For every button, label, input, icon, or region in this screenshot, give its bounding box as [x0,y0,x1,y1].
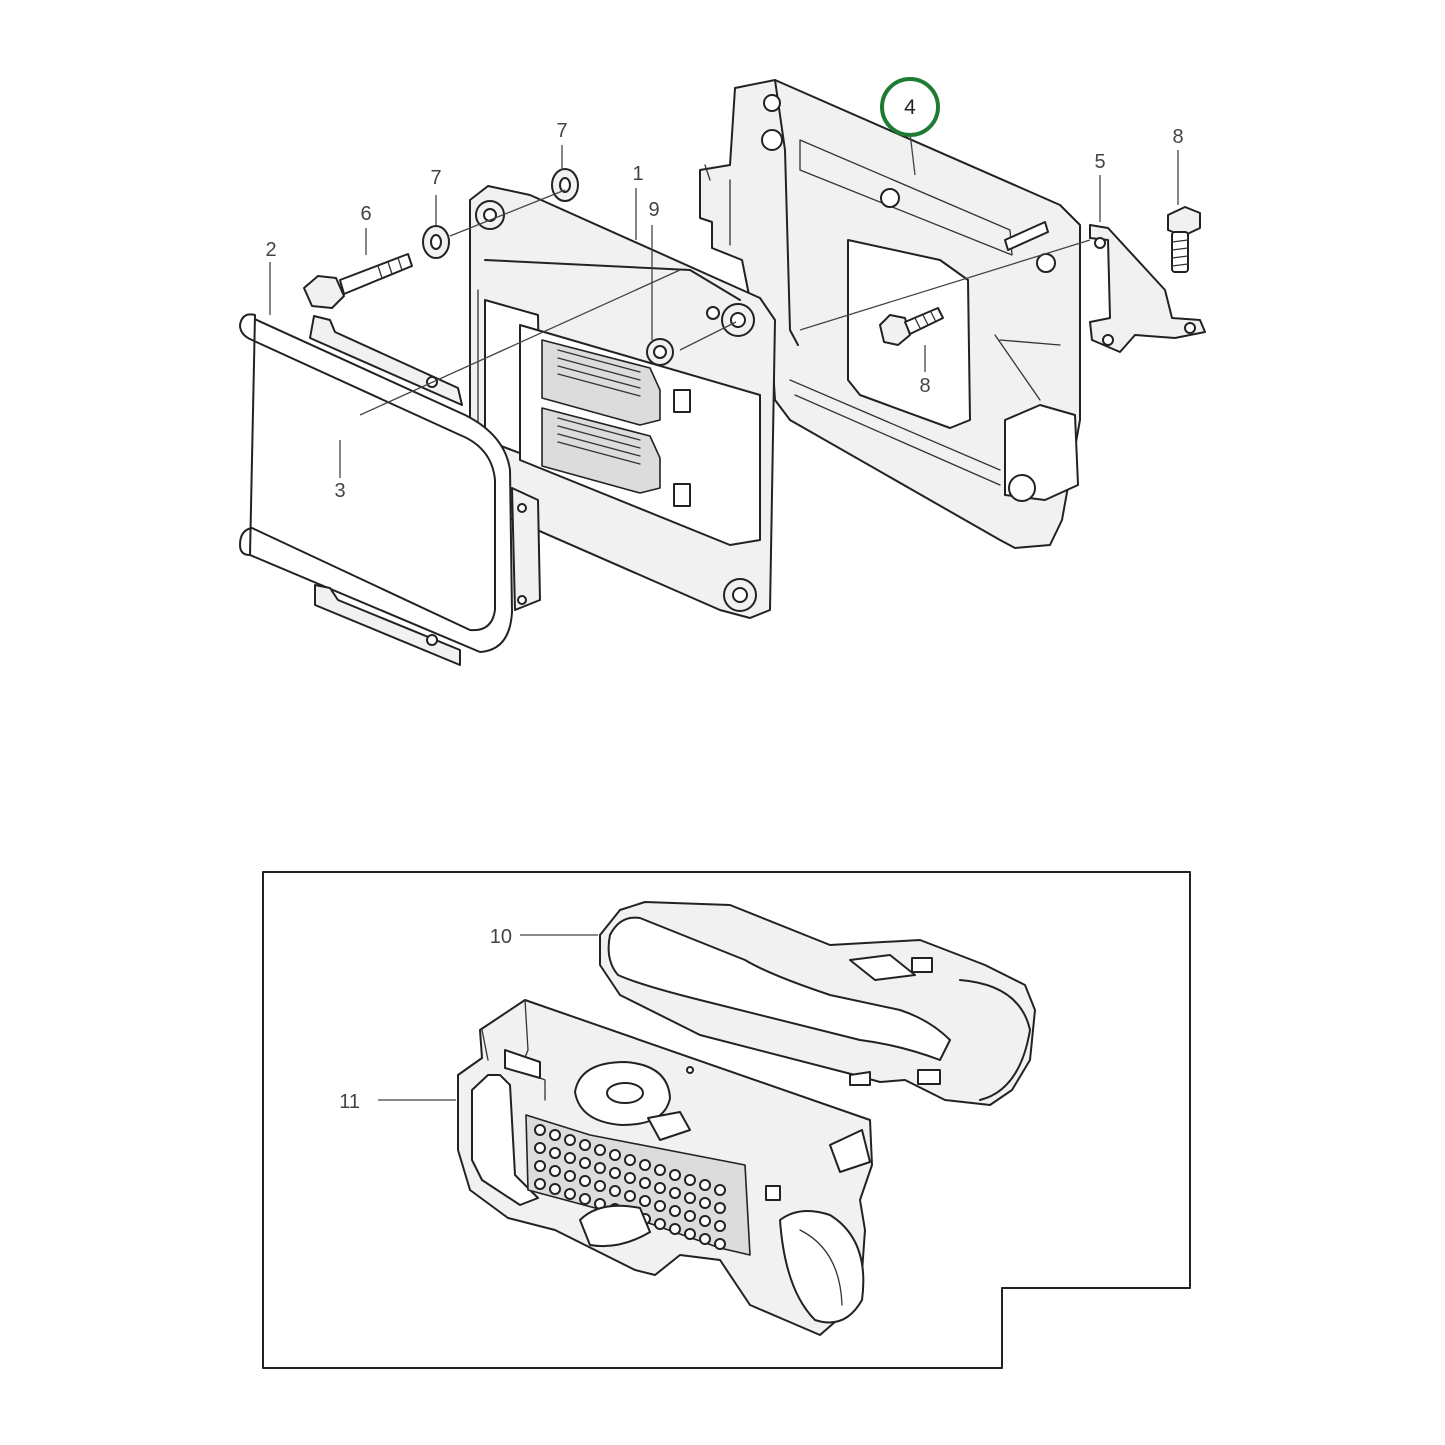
connector-inset [262,871,1191,1369]
callout-7-lower: 7 [430,167,441,189]
bolt-6 [303,253,413,309]
callout-2: 2 [265,239,276,261]
connector-housing [457,999,873,1336]
washer-7-lower [422,225,450,259]
inset-frame [262,871,1191,1369]
washer-7-upper [551,168,579,202]
callout-8-upper: 8 [1172,126,1183,148]
callout-5: 5 [1094,151,1105,173]
highlight-ring [880,77,940,137]
bolt-8-upper [1167,206,1201,273]
callout-8-lower: 8 [919,375,930,397]
callout-7-upper: 7 [556,120,567,142]
stud-upper [1004,221,1049,251]
side-bracket [1089,224,1206,353]
callout-labels: 1 2 3 5 6 7 7 8 8 9 10 11 4 [265,77,1184,1113]
callout-10: 10 [490,926,512,948]
callout-3: 3 [334,480,345,502]
highlighted-callout: 4 [880,77,940,137]
bolt-8-lower [879,307,944,346]
frame-bracket [239,313,541,666]
callout-11: 11 [339,1091,360,1113]
callout-4: 4 [904,96,916,119]
ecu-body [469,185,776,619]
upper-assembly [239,79,1206,666]
callout-1: 1 [632,163,643,185]
callout-9: 9 [648,199,659,221]
leader-lines-upper [269,132,1179,478]
callout-6: 6 [360,203,371,225]
washer-9 [646,338,674,366]
connector-cover [599,901,1036,1106]
